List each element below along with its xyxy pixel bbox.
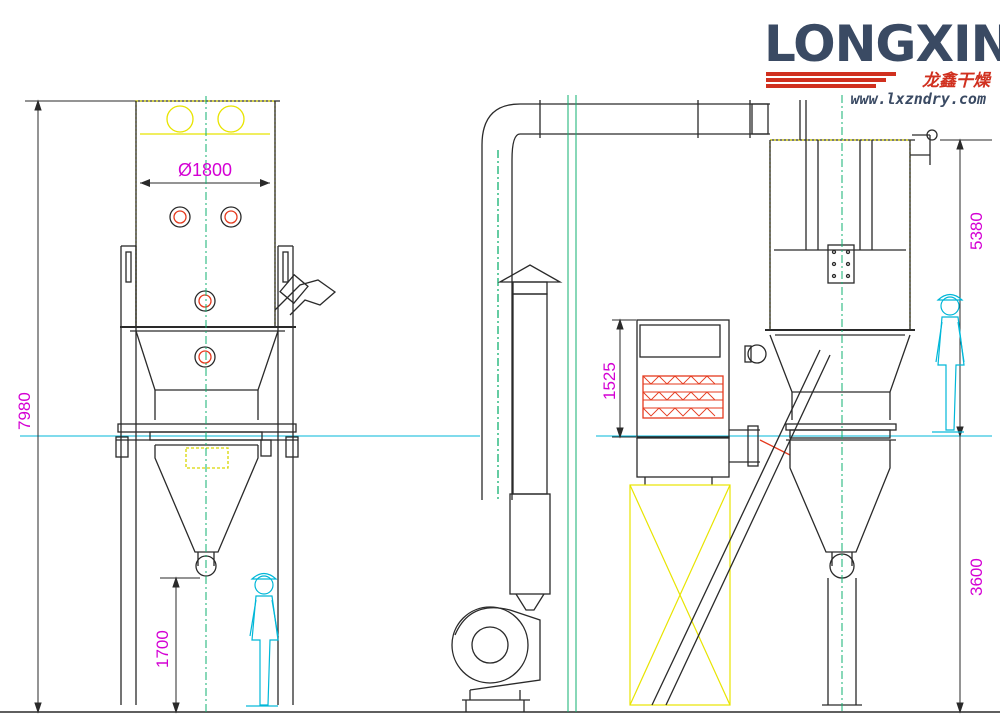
cyclone-dryer — [744, 100, 938, 706]
logo-bars-icon — [766, 72, 896, 88]
diagonal-conveyor — [651, 349, 831, 706]
brand-name: LONGXIN — [764, 15, 1000, 73]
dimension-lower-height-left: 1700 — [153, 630, 172, 668]
brand-logo: LONGXIN 龙鑫干燥 www.lxzndry.com — [764, 14, 1000, 114]
filter-box-stand — [629, 484, 731, 706]
person-figure-left — [246, 572, 279, 707]
dimension-filter-box-height: 1525 — [600, 362, 619, 400]
dimension-lines-left — [25, 99, 200, 714]
fluid-bed-dryer — [115, 100, 337, 705]
dimension-lines-filter — [612, 318, 636, 439]
filter-box — [636, 319, 791, 485]
duct-and-fan — [451, 100, 770, 712]
diameter-label: Ø1800 — [178, 160, 232, 180]
brand-website[interactable]: www.lxzndry.com — [850, 90, 986, 108]
brand-chinese-name: 龙鑫干燥 — [922, 71, 990, 91]
person-figure-right — [932, 293, 965, 433]
dimension-cyclone-lower-height: 3600 — [967, 558, 986, 596]
dimension-lines-right — [940, 138, 992, 714]
dimension-cyclone-upper-height: 5380 — [967, 212, 986, 250]
dimension-total-height-left: 7980 — [15, 392, 34, 430]
